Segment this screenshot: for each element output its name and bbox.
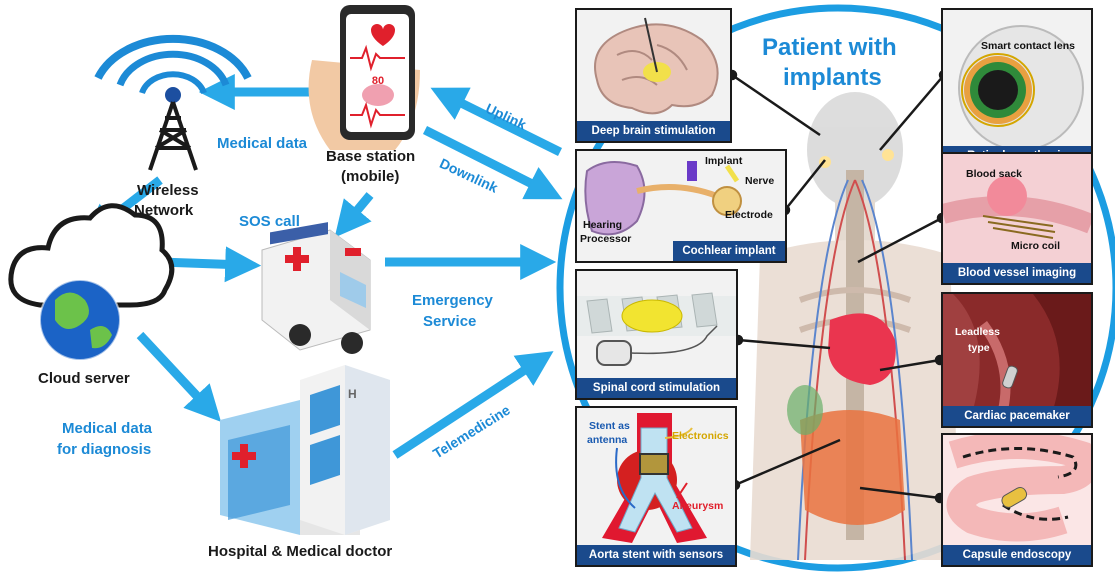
aorta-image bbox=[602, 413, 707, 543]
caption-vessel: Blood vessel imaging bbox=[943, 263, 1091, 283]
caption-pacemaker: Cardiac pacemaker bbox=[943, 406, 1091, 426]
caption-spinal: Spinal cord stimulation bbox=[577, 378, 736, 398]
spine-image bbox=[577, 292, 736, 366]
vessel-label-sack: Blood sack bbox=[966, 168, 1023, 180]
aorta-label-aneurysm: Aneurysm bbox=[672, 500, 724, 512]
arrow-base-to-ambulance bbox=[334, 192, 374, 238]
cochlear-label-nerve: Nerve bbox=[745, 175, 775, 187]
wireless-label-1: Wireless bbox=[137, 182, 199, 199]
intestine-image bbox=[943, 435, 1091, 549]
diagnosis-label-1: Medical data bbox=[62, 420, 153, 437]
arrow-cloud-to-hospital bbox=[136, 331, 222, 422]
pacemaker-label-1: Leadless bbox=[955, 326, 1000, 338]
medical-data-label: Medical data bbox=[217, 135, 308, 152]
phone-icon bbox=[308, 5, 420, 150]
arrow-uplink bbox=[430, 87, 562, 157]
arrow-hospital-to-patient bbox=[392, 351, 554, 459]
cochlear-label-electrode: Electrode bbox=[725, 209, 773, 221]
aorta-label-electronics: Electronics bbox=[672, 430, 729, 442]
heart-image bbox=[943, 294, 1091, 412]
emergency-label-2: Service bbox=[423, 313, 477, 330]
panel-capsule: Capsule endoscopy bbox=[941, 433, 1093, 567]
vessel-label-coil: Micro coil bbox=[1011, 240, 1061, 252]
aorta-label-stent-2: antenna bbox=[587, 434, 628, 446]
patient-title-1: Patient with bbox=[762, 34, 897, 61]
base-station-label-1: Base station bbox=[326, 148, 416, 165]
panel-spinal: Spinal cord stimulation bbox=[575, 269, 738, 400]
base-station-label-2: (mobile) bbox=[341, 168, 400, 185]
brain-image bbox=[594, 17, 719, 115]
arrow-cloud-to-ambulance bbox=[159, 246, 262, 283]
emergency-label-1: Emergency bbox=[412, 292, 493, 309]
caption-deep-brain: Deep brain stimulation bbox=[577, 121, 730, 141]
wireless-label-2: Network bbox=[134, 202, 194, 219]
body-figure bbox=[750, 92, 960, 561]
diagnosis-label-2: for diagnosis bbox=[57, 441, 152, 458]
sos-call-label: SOS call bbox=[239, 213, 300, 230]
panel-pacemaker: Leadless type Cardiac pacemaker bbox=[941, 292, 1093, 428]
ear-image bbox=[584, 161, 742, 236]
panel-retinal: Smart contact lens Retinal prosthesis bbox=[941, 8, 1093, 168]
cloud-server-icon bbox=[8, 203, 175, 361]
panel-cochlear: Implant Nerve Electrode Hearing Processo… bbox=[575, 149, 787, 263]
svg-text:H: H bbox=[348, 387, 357, 401]
cochlear-label-processor: Processor bbox=[580, 233, 632, 245]
hospital-label: Hospital & Medical doctor bbox=[208, 543, 393, 560]
pacemaker-label-2: type bbox=[968, 342, 990, 354]
caption-capsule: Capsule endoscopy bbox=[943, 545, 1091, 565]
cochlear-label-hearing: Hearing bbox=[583, 219, 623, 231]
cochlear-label-implant: Implant bbox=[705, 155, 743, 167]
aorta-label-stent-1: Stent as bbox=[589, 420, 630, 432]
wireless-tower-icon bbox=[94, 34, 252, 171]
phone-value: 80 bbox=[372, 75, 384, 87]
caption-cochlear: Cochlear implant bbox=[673, 241, 785, 261]
panel-deep-brain: Deep brain stimulation bbox=[575, 8, 732, 143]
ambulance-icon bbox=[261, 222, 371, 354]
eye-image bbox=[958, 25, 1084, 151]
hospital-icon: H bbox=[220, 365, 390, 535]
patient-title-2: implants bbox=[783, 64, 882, 91]
retinal-label-lens: Smart contact lens bbox=[981, 40, 1075, 52]
panel-vessel: Blood sack Micro coil Blood vessel imagi… bbox=[941, 152, 1093, 285]
vessel-image bbox=[943, 154, 1091, 267]
arrow-downlink bbox=[422, 125, 563, 200]
caption-aorta: Aorta stent with sensors bbox=[577, 545, 735, 565]
patient-circle bbox=[556, 4, 1115, 572]
cloud-server-label: Cloud server bbox=[38, 370, 130, 387]
panel-aorta: Stent as antenna Electronics Aneurysm Ao… bbox=[575, 406, 737, 567]
